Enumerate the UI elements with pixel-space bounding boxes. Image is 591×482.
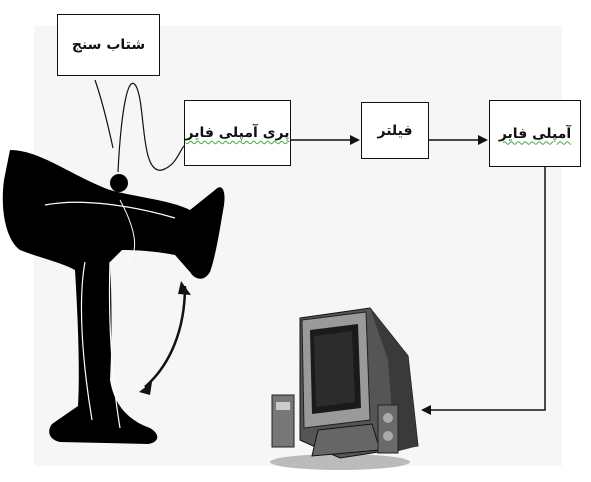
arrow-amp-to-computer [421, 167, 546, 415]
preamplifier-box: پری آمپلی فایر [184, 100, 291, 166]
leg-swing-arc [144, 285, 187, 388]
leg-outline-thigh [44, 201, 176, 219]
knee-outline [119, 199, 136, 263]
accelerometer-box: شتاب سنج [57, 14, 160, 76]
filter-box: فیلتر [361, 102, 429, 159]
swing-arrowhead-top [178, 281, 191, 295]
preamplifier-label: پری آمپلی فایر [185, 125, 290, 141]
sensor-cable [117, 82, 185, 173]
sensor-pointer-line [94, 79, 114, 149]
amplifier-box: آمپلی فایر [489, 100, 581, 167]
swing-arrowhead-bottom [139, 382, 152, 395]
filter-label: فیلتر [377, 122, 413, 139]
leg-outline-left-shin [80, 261, 93, 421]
computer-icon [270, 307, 419, 470]
amplifier-label: آمپلی فایر [498, 125, 572, 142]
accelerometer-label: شتاب سنج [71, 37, 146, 53]
person-silhouette [2, 150, 225, 444]
leg-outline-right-shin [108, 261, 121, 429]
